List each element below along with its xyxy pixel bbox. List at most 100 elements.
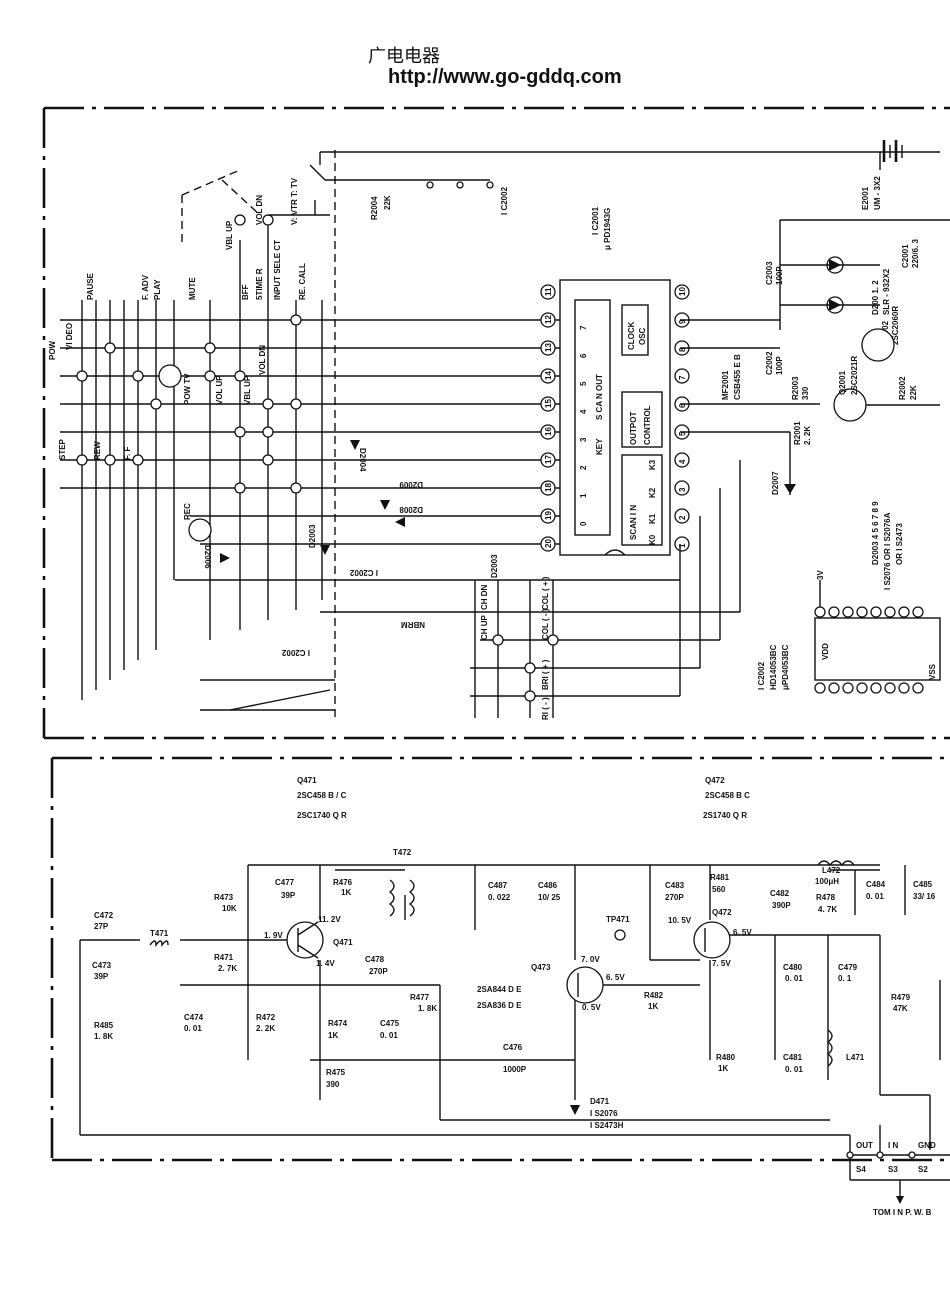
ic2002-alt: μPD4053BC [781, 644, 790, 690]
r2004-label: R2004 [370, 196, 379, 220]
ic2002-vss: VSS [928, 663, 937, 680]
c478-ref: C478 [365, 955, 385, 964]
key-recall: RE. CALL [298, 263, 307, 300]
ic2001-pin-label: 1 [678, 543, 687, 548]
r482-val: 1K [648, 1002, 658, 1011]
c476-val: 1000P [503, 1065, 527, 1074]
q473-ref: Q473 [531, 963, 551, 972]
ic2001-pin-3 [674, 480, 690, 496]
ic2001-control: CONTROL [643, 405, 652, 445]
q472-label: Q472 [712, 908, 732, 917]
ic2002-pin-top [898, 606, 910, 618]
ic2001-pin-label: 11 [544, 287, 553, 296]
ic2001-k2: K2 [648, 487, 657, 498]
q471-part1: 2SC458 B / C [297, 791, 347, 800]
ic2001-pin-14 [540, 368, 556, 384]
lower-active-parts [149, 860, 916, 1159]
c477-val: 39P [281, 891, 296, 900]
label-nbrm: NBRM [401, 620, 425, 629]
ic2001-pin-10 [674, 284, 690, 300]
t471-ref: T471 [150, 929, 169, 938]
q471-ref: Q471 [297, 776, 317, 785]
key-pause: PAUSE [86, 272, 95, 300]
c487-val: 0. 022 [488, 893, 511, 902]
c484-val: 0. 01 [866, 892, 884, 901]
ic2001-in-2: 2 [579, 465, 588, 470]
r477-val: 1. 8K [418, 1004, 437, 1013]
r477-ref: R477 [410, 993, 430, 1002]
c485-ref: C485 [913, 880, 933, 889]
key-mute: MUTE [188, 277, 197, 300]
r481-ref: R481 [710, 873, 730, 882]
l472-ref: L472 [822, 866, 841, 875]
r479-ref: R479 [891, 993, 911, 1002]
c478-val: 270P [369, 967, 388, 976]
d2001-value: SLR - 932X2 [882, 268, 891, 315]
mf2001-label: MF2001 [721, 370, 730, 400]
r480-val: 1K [718, 1064, 728, 1073]
c486-ref: C486 [538, 881, 558, 890]
r475-ref: R475 [326, 1068, 346, 1077]
d2001-label: D200 1. 2 [871, 280, 880, 315]
r2004-value: 22K [383, 195, 392, 210]
terminal-in: I N [888, 1141, 898, 1150]
r481-val: 560 [712, 885, 726, 894]
q2002-value: 2SC2060R [891, 306, 900, 345]
ic2001-pin-16 [540, 424, 556, 440]
ic2002-supply: 3V [816, 570, 825, 580]
r2003-value: 330 [801, 386, 810, 400]
r473-val: 10K [222, 904, 237, 913]
key-ff: F. F [123, 447, 132, 460]
r485-val: 1. 8K [94, 1032, 113, 1041]
right-components: E2001 UM - 3X2 D200 1. 2 SLR - 932X2 C20… [680, 140, 950, 590]
ic2001-in-1: 1 [579, 493, 588, 498]
terminal-gnd: GND [918, 1141, 936, 1150]
key-pow: POW [48, 340, 57, 360]
ic2002-pin-top [828, 606, 840, 618]
lower-wiring [79, 864, 950, 1204]
ic2001-pin-label: 5 [678, 431, 687, 436]
ic2002-pin-ref: I C2002 [500, 186, 509, 215]
e2001-label: E2001 [861, 186, 870, 210]
mf2001-value: CSB455 E B [733, 354, 742, 400]
r475-val: 390 [326, 1080, 340, 1089]
key-rec: REC [183, 503, 192, 520]
ic2001-k3: K3 [648, 459, 657, 470]
ic2001-scan-out: S CA N OUT [595, 374, 604, 420]
ic2001-clock: CLOCK [627, 321, 636, 350]
c487-ref: C487 [488, 881, 508, 890]
lower-panel-frame [50, 756, 950, 1162]
c481-ref: C481 [783, 1053, 803, 1062]
ic2001-pin-17 [540, 452, 556, 468]
r473-ref: R473 [214, 893, 234, 902]
ic2001-part: μ PD1943G [603, 208, 612, 250]
q471-label: Q471 [333, 938, 353, 947]
c472-ref: C472 [94, 911, 114, 920]
ic2001-in-0: 0 [579, 521, 588, 526]
q472-ref: Q472 [705, 776, 725, 785]
ic2002-pin-bottom [884, 682, 896, 694]
key-vol-up: VOL UP [215, 375, 224, 405]
q471-part2: 2SC1740 Q R [297, 811, 347, 820]
ic2001-pin-18 [540, 480, 556, 496]
d2003-label-b: D2003 [490, 554, 499, 578]
v-q473-e: 7. 0V [581, 955, 600, 964]
ic2002: 3V I C2002 HD14053BC μPD4053BC VDD VSS [757, 570, 941, 694]
ic2001-pin-15 [540, 396, 556, 412]
d2007-label: D2007 [771, 471, 780, 495]
ic2001-pin-11 [540, 284, 556, 300]
v-q471-c: 11. 2V [318, 915, 341, 924]
ic2001-pin-label: 18 [544, 483, 553, 492]
c479-ref: C479 [838, 963, 858, 972]
r2002-value: 22K [909, 385, 918, 400]
ic2001-in-7: 7 [579, 325, 588, 330]
q472-part1: 2SC458 B C [705, 791, 750, 800]
v-q473-b: 6. 5V [606, 973, 625, 982]
key-pow-tv: POW TV [183, 373, 192, 405]
ic2002-pin-top [842, 606, 854, 618]
c474-ref: C474 [184, 1013, 204, 1022]
ic2001-pin-4 [674, 452, 690, 468]
ic2002-pin-top [884, 606, 896, 618]
